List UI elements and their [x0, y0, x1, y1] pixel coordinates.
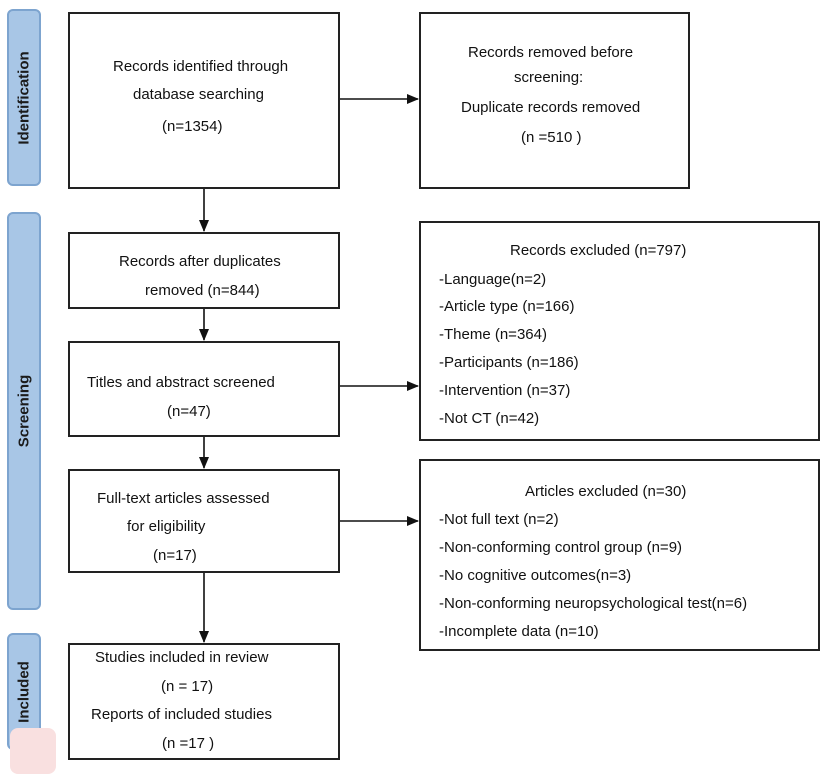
fulltext-line2: for eligibility: [127, 518, 206, 535]
included-count1: (n = 17): [161, 678, 214, 695]
box-studies-included: Studies included in review (n = 17) Repo…: [68, 643, 340, 760]
articles-excluded-item: -Incomplete data (n=10): [439, 623, 599, 640]
identified-line2: database searching: [133, 86, 264, 103]
titles-screened-line1: Titles and abstract screened: [87, 374, 275, 391]
box-fulltext-assessed: Full-text articles assessed for eligibil…: [68, 469, 340, 573]
articles-excluded-item: -Non-conforming neuropsychological test(…: [439, 595, 748, 612]
after-duplicates-line1: Records after duplicates: [119, 253, 281, 270]
identified-line1: Records identified through: [113, 58, 289, 75]
records-excluded-item: -Participants (n=186): [439, 354, 579, 371]
after-duplicates-line2: removed (n=844): [145, 282, 260, 299]
box-titles-abstract-screened: Titles and abstract screened (n=47): [68, 341, 340, 437]
records-excluded-item: -Intervention (n=37): [439, 382, 571, 399]
removed-line3: Duplicate records removed: [461, 99, 641, 116]
removed-line1: Records removed before: [468, 44, 634, 61]
included-line1: Studies included in review: [95, 649, 269, 666]
articles-excluded-title: Articles excluded (n=30): [525, 483, 687, 500]
articles-excluded-item: -No cognitive outcomes(n=3): [439, 567, 632, 584]
box-records-identified: Records identified through database sear…: [68, 12, 340, 189]
included-line2: Reports of included studies: [91, 706, 272, 723]
removed-count: (n =510 ): [521, 129, 582, 146]
identified-count: (n=1354): [162, 118, 223, 135]
articles-excluded-item: -Not full text (n=2): [439, 511, 559, 528]
records-excluded-item: -Not CT (n=42): [439, 410, 540, 427]
phase-identification: Identification: [7, 9, 41, 186]
fulltext-count: (n=17): [153, 547, 197, 564]
box-articles-excluded: Articles excluded (n=30) -Not full text …: [419, 459, 820, 651]
titles-screened-count: (n=47): [167, 403, 211, 420]
box-records-excluded: Records excluded (n=797) -Language(n=2) …: [419, 221, 820, 441]
records-excluded-title: Records excluded (n=797): [510, 242, 687, 259]
records-excluded-item: -Language(n=2): [439, 271, 547, 288]
records-excluded-item: -Theme (n=364): [439, 326, 547, 343]
included-count2: (n =17 ): [162, 735, 215, 752]
phase-screening: Screening: [7, 212, 41, 610]
records-excluded-item: -Article type (n=166): [439, 298, 575, 315]
box-records-removed-before-screening: Records removed before screening: Duplic…: [419, 12, 690, 189]
removed-line2: screening:: [514, 69, 584, 86]
watermark-icon: [10, 728, 56, 774]
fulltext-line1: Full-text articles assessed: [97, 490, 270, 507]
box-records-after-duplicates: Records after duplicates removed (n=844): [68, 232, 340, 309]
articles-excluded-item: -Non-conforming control group (n=9): [439, 539, 683, 556]
